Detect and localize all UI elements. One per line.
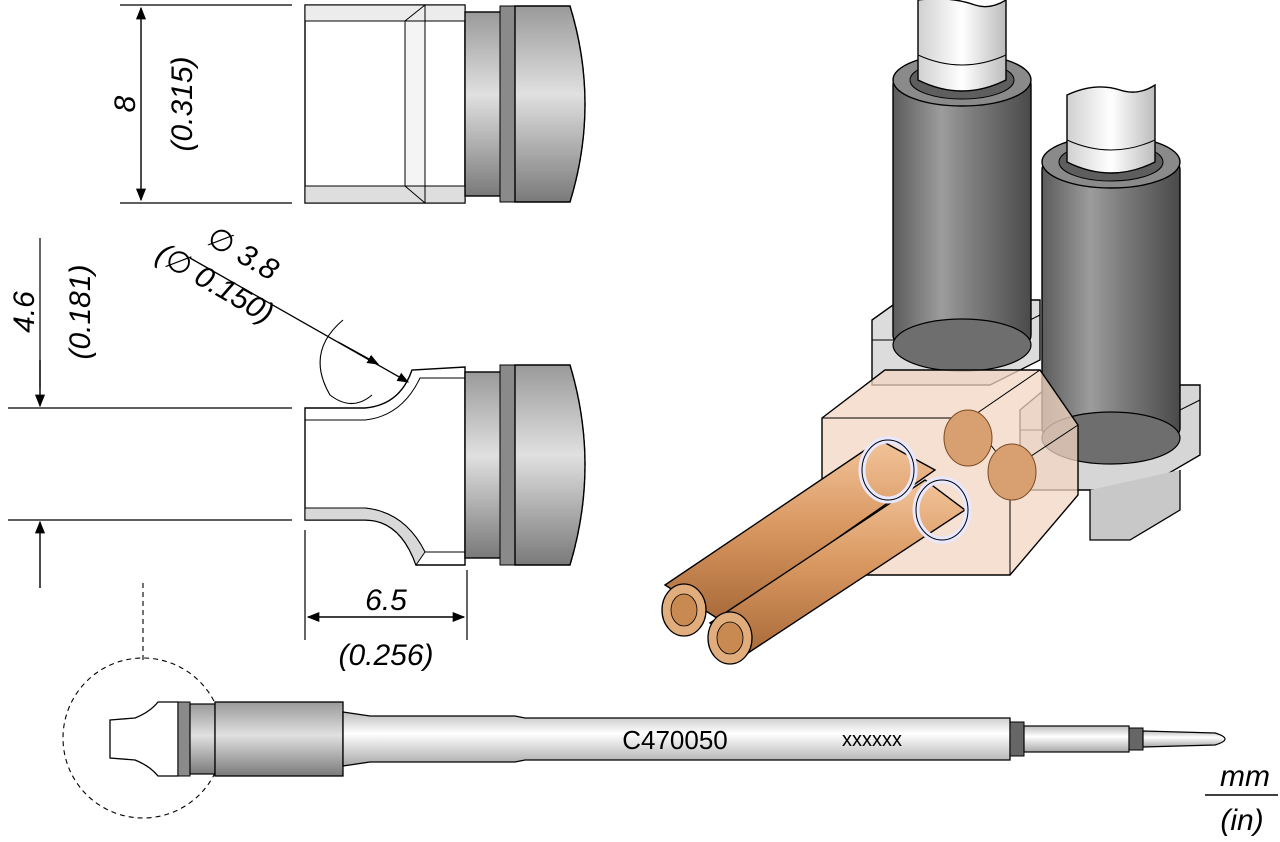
height-mm-label: 8 <box>109 95 142 112</box>
front-view-tip <box>8 238 586 640</box>
serial-placeholder-label: xxxxxx <box>842 729 902 751</box>
cartridge <box>62 583 1226 819</box>
width-mm-label: 6.5 <box>365 584 407 617</box>
width-in-label: (0.256) <box>338 639 433 672</box>
isometric-view <box>661 0 1201 665</box>
pitch-in-label: (0.181) <box>64 264 97 359</box>
part-number-label: C470050 <box>622 725 728 755</box>
units-primary: mm <box>1220 760 1270 793</box>
pitch-mm-label: 4.6 <box>8 291 41 333</box>
side-view-tip <box>120 4 586 204</box>
units-secondary: (in) <box>1220 804 1263 837</box>
height-in-label: (0.315) <box>166 56 199 151</box>
